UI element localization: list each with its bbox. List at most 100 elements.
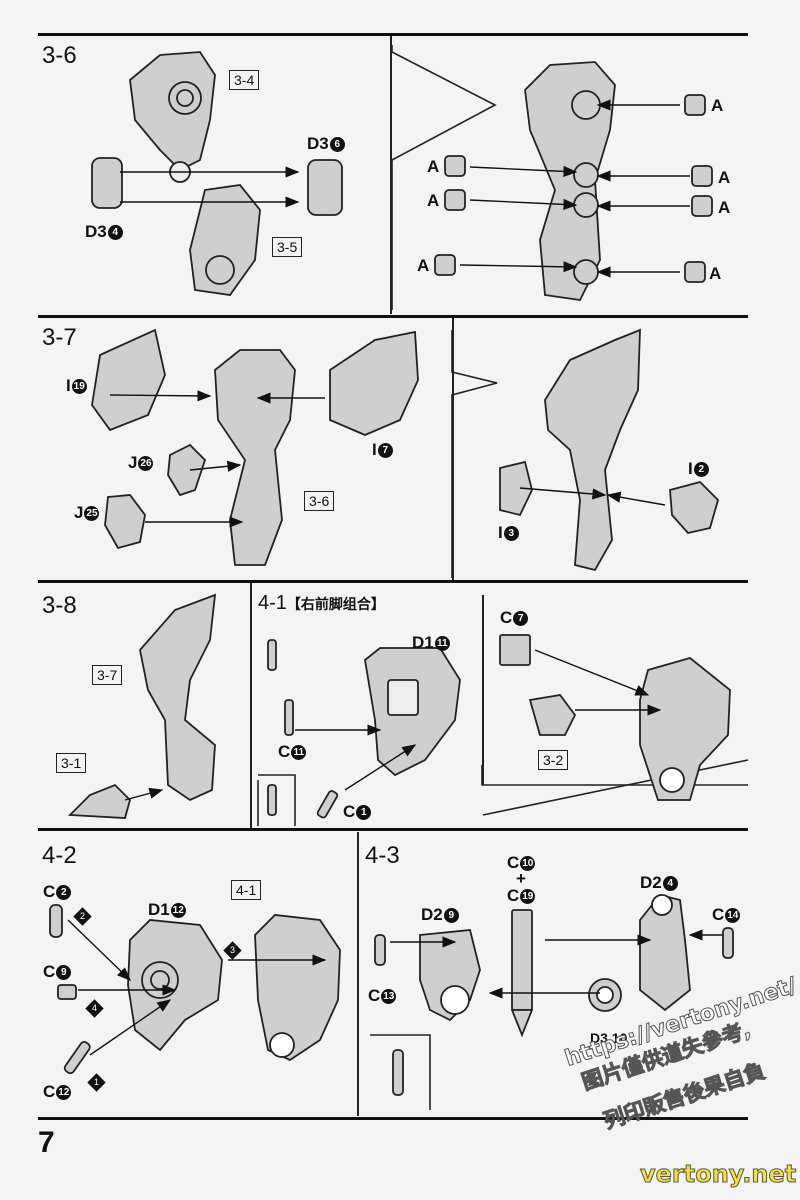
part-runner: I (498, 523, 503, 542)
step-4-1-title: 【右前脚组合】 (286, 596, 385, 612)
ref-box-3-5: 3-5 (272, 237, 303, 257)
part-runner: C (43, 1082, 56, 1101)
part-runner: J (128, 453, 138, 472)
part-number: 19 (71, 379, 87, 395)
divider-3-7 (452, 318, 454, 580)
order-number: 4 (91, 1002, 98, 1013)
part-runner: D1 (412, 633, 434, 652)
watermark-brand: vertony.net (639, 1160, 797, 1189)
separator-1 (38, 315, 748, 318)
part-number: 1 (356, 805, 372, 821)
part-number: 14 (725, 908, 741, 924)
part-label-a-3: A (718, 168, 731, 187)
part-runner: D3 (307, 134, 329, 153)
part-runner: D3 (85, 222, 107, 241)
order-marker-1: 1 (87, 1072, 106, 1092)
part-number: 11 (434, 636, 450, 652)
part-number: 7 (377, 443, 393, 459)
part-runner: C (507, 886, 520, 905)
order-number: 3 (229, 944, 236, 955)
part-label-a-4: A (427, 191, 440, 210)
separator-top (38, 33, 748, 36)
divider-3-6 (390, 36, 392, 314)
part-runner: D2 (421, 905, 443, 924)
part-number: 11 (291, 745, 307, 761)
part-runner: D1 (148, 900, 170, 919)
part-runner: I (66, 376, 71, 395)
separator-3 (38, 828, 748, 831)
step-4-3: 4-3 (365, 842, 400, 869)
part-runner: I (372, 440, 377, 459)
part-number: 19 (520, 889, 536, 905)
part-runner: I (688, 459, 693, 478)
part-label-a-2: A (427, 157, 440, 176)
order-marker-2: 2 (73, 906, 92, 926)
part-number: 25 (84, 506, 100, 522)
part-number: 7 (513, 611, 529, 627)
order-marker-4: 4 (85, 998, 104, 1018)
part-number: 10 (520, 856, 536, 872)
part-runner: C (368, 986, 381, 1005)
part-number: 9 (443, 908, 459, 924)
ref-box-3-4: 3-4 (229, 70, 260, 90)
step-4-2: 4-2 (42, 842, 77, 869)
part-runner: C (343, 802, 356, 821)
part-runner: C (500, 608, 513, 627)
part-runner: C (43, 882, 56, 901)
order-number: 1 (93, 1076, 100, 1087)
order-marker-3: 3 (223, 940, 242, 960)
step-4-1: 4-1【右前脚组合】 (258, 592, 385, 615)
part-runner: J (74, 503, 84, 522)
ref-box-4-1: 4-1 (231, 880, 262, 900)
part-label-a-5: A (718, 198, 731, 217)
step-3-8: 3-8 (42, 592, 77, 619)
part-number: 2 (56, 885, 72, 901)
part-number: 6 (329, 137, 345, 153)
part-number: 12 (56, 1085, 72, 1101)
separator-2 (38, 580, 748, 583)
divider-4-3 (357, 832, 359, 1116)
part-number: 3 (503, 526, 519, 542)
ref-box-3-7: 3-7 (92, 665, 123, 685)
divider-4-1-right (482, 595, 484, 785)
step-4-1-number: 4-1 (258, 592, 287, 614)
part-label-d3-10: D3 10 (590, 1030, 628, 1046)
divider-3-8 (250, 583, 252, 828)
part-label-plus: + (516, 869, 526, 888)
step-3-6: 3-6 (42, 42, 77, 69)
part-number: 12 (170, 903, 186, 919)
step-3-7: 3-7 (42, 324, 77, 351)
ref-box-3-2: 3-2 (538, 750, 569, 770)
ref-box-3-1: 3-1 (56, 753, 87, 773)
part-number: 9 (56, 965, 72, 981)
part-number: 13 (381, 989, 397, 1005)
part-runner: C (278, 742, 291, 761)
part-runner: D2 (640, 873, 662, 892)
separator-bottom (38, 1117, 748, 1120)
part-number: 26 (138, 456, 154, 472)
part-label-a-6: A (417, 256, 430, 275)
page-number: 7 (38, 1126, 55, 1159)
